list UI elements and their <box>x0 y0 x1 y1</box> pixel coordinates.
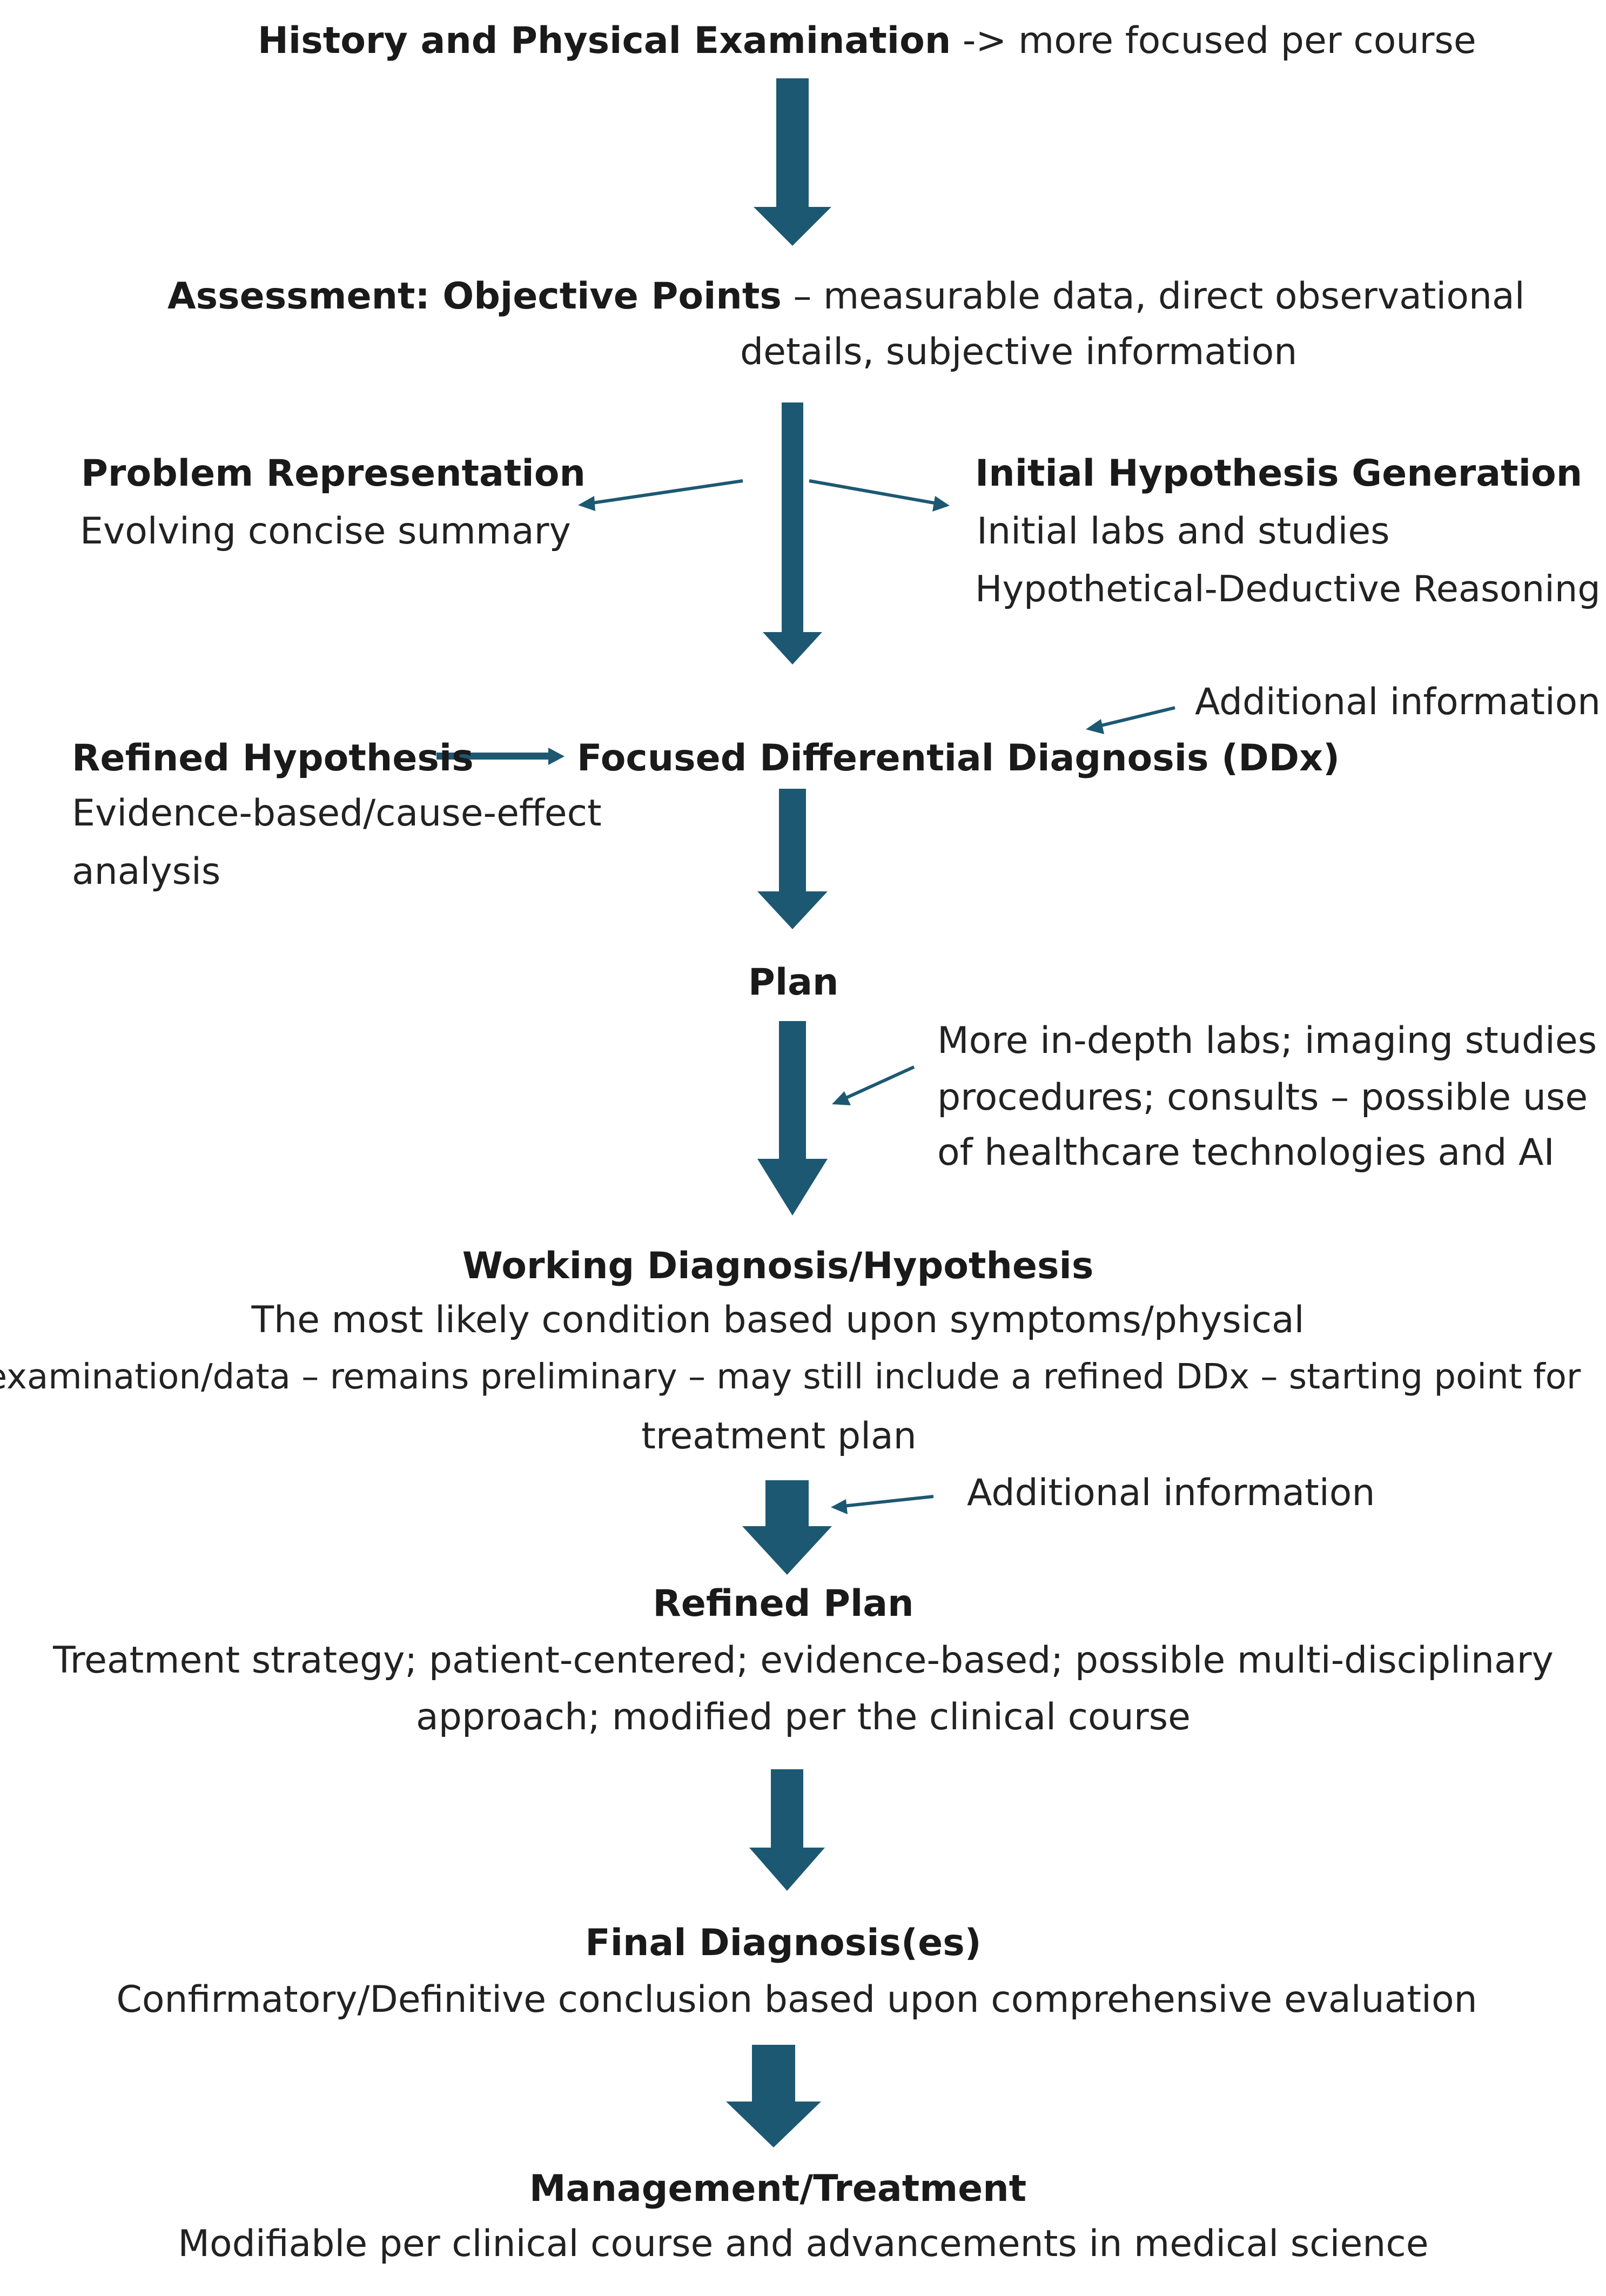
assessment-dash: – <box>781 275 824 318</box>
working-diagnosis-desc-2: examination/data – remains preliminary –… <box>0 1357 1581 1397</box>
assessment-line-1: Assessment: Objective Points – measurabl… <box>167 278 1525 315</box>
management-desc: Modifiable per clinical course and advan… <box>178 2223 1429 2265</box>
arrow-from-additional-info-2 <box>831 1495 934 1514</box>
assessment-desc-2: details, subjective information <box>740 331 1298 373</box>
additional-info-1: Additional information <box>1195 680 1601 723</box>
arrow-refined-to-focused <box>436 748 565 765</box>
focused-ddx-title: Focused Differential Diagnosis (DDx) <box>577 737 1340 780</box>
down-arrow-7 <box>726 2045 821 2147</box>
down-arrow-2 <box>763 402 822 664</box>
working-diagnosis-desc-3: treatment plan <box>641 1415 917 1458</box>
plan-title: Plan <box>748 961 839 1004</box>
arrow-from-additional-info-1 <box>1086 706 1175 734</box>
history-physical-line: History and Physical Examination -> more… <box>258 23 1476 59</box>
arrow-to-initial-hypothesis <box>809 479 950 512</box>
final-diagnosis-desc: Confirmatory/Definitive conclusion based… <box>116 1978 1477 2021</box>
working-diagnosis-title: Working Diagnosis/Hypothesis <box>462 1245 1094 1287</box>
initial-hypothesis-desc-2: Hypothetical-Deductive Reasoning <box>975 568 1601 610</box>
down-arrow-1 <box>754 78 831 246</box>
management-title: Management/Treatment <box>529 2167 1027 2210</box>
down-arrow-3 <box>757 789 828 929</box>
arrow-to-problem-representation <box>578 479 743 511</box>
final-diagnosis-title: Final Diagnosis(es) <box>585 1922 982 1964</box>
problem-representation-desc: Evolving concise summary <box>80 510 571 553</box>
working-diagnosis-desc-1: The most likely condition based upon sym… <box>251 1299 1305 1341</box>
down-arrow-6 <box>749 1769 825 1891</box>
plan-note-1: More in-depth labs; imaging studies <box>937 1019 1597 1062</box>
history-physical-suffix: -> more focused per course <box>951 19 1476 62</box>
plan-note-3: of healthcare technologies and AI <box>937 1131 1555 1174</box>
additional-info-2: Additional information <box>967 1472 1375 1514</box>
refined-plan-title: Refined Plan <box>653 1582 914 1625</box>
refined-plan-desc-2: approach; modified per the clinical cour… <box>416 1696 1191 1738</box>
refined-hypothesis-desc-2: analysis <box>72 850 221 893</box>
down-arrow-5 <box>742 1480 832 1575</box>
assessment-title: Assessment: Objective Points <box>167 275 782 318</box>
history-physical-title: History and Physical Examination <box>258 19 951 62</box>
refined-hypothesis-desc-1: Evidence-based/cause-effect <box>72 792 602 835</box>
problem-representation-title: Problem Representation <box>81 452 586 495</box>
refined-hypothesis-title: Refined Hypothesis <box>72 737 474 780</box>
refined-plan-desc-1: Treatment strategy; patient-centered; ev… <box>53 1639 1554 1682</box>
down-arrow-4 <box>757 1021 828 1216</box>
assessment-desc-1: measurable data, direct observational <box>823 275 1525 318</box>
initial-hypothesis-title: Initial Hypothesis Generation <box>975 452 1583 495</box>
initial-hypothesis-desc-1: Initial labs and studies <box>977 510 1390 553</box>
plan-note-2: procedures; consults – possible use <box>937 1076 1588 1119</box>
arrow-from-plan-note <box>832 1065 915 1105</box>
